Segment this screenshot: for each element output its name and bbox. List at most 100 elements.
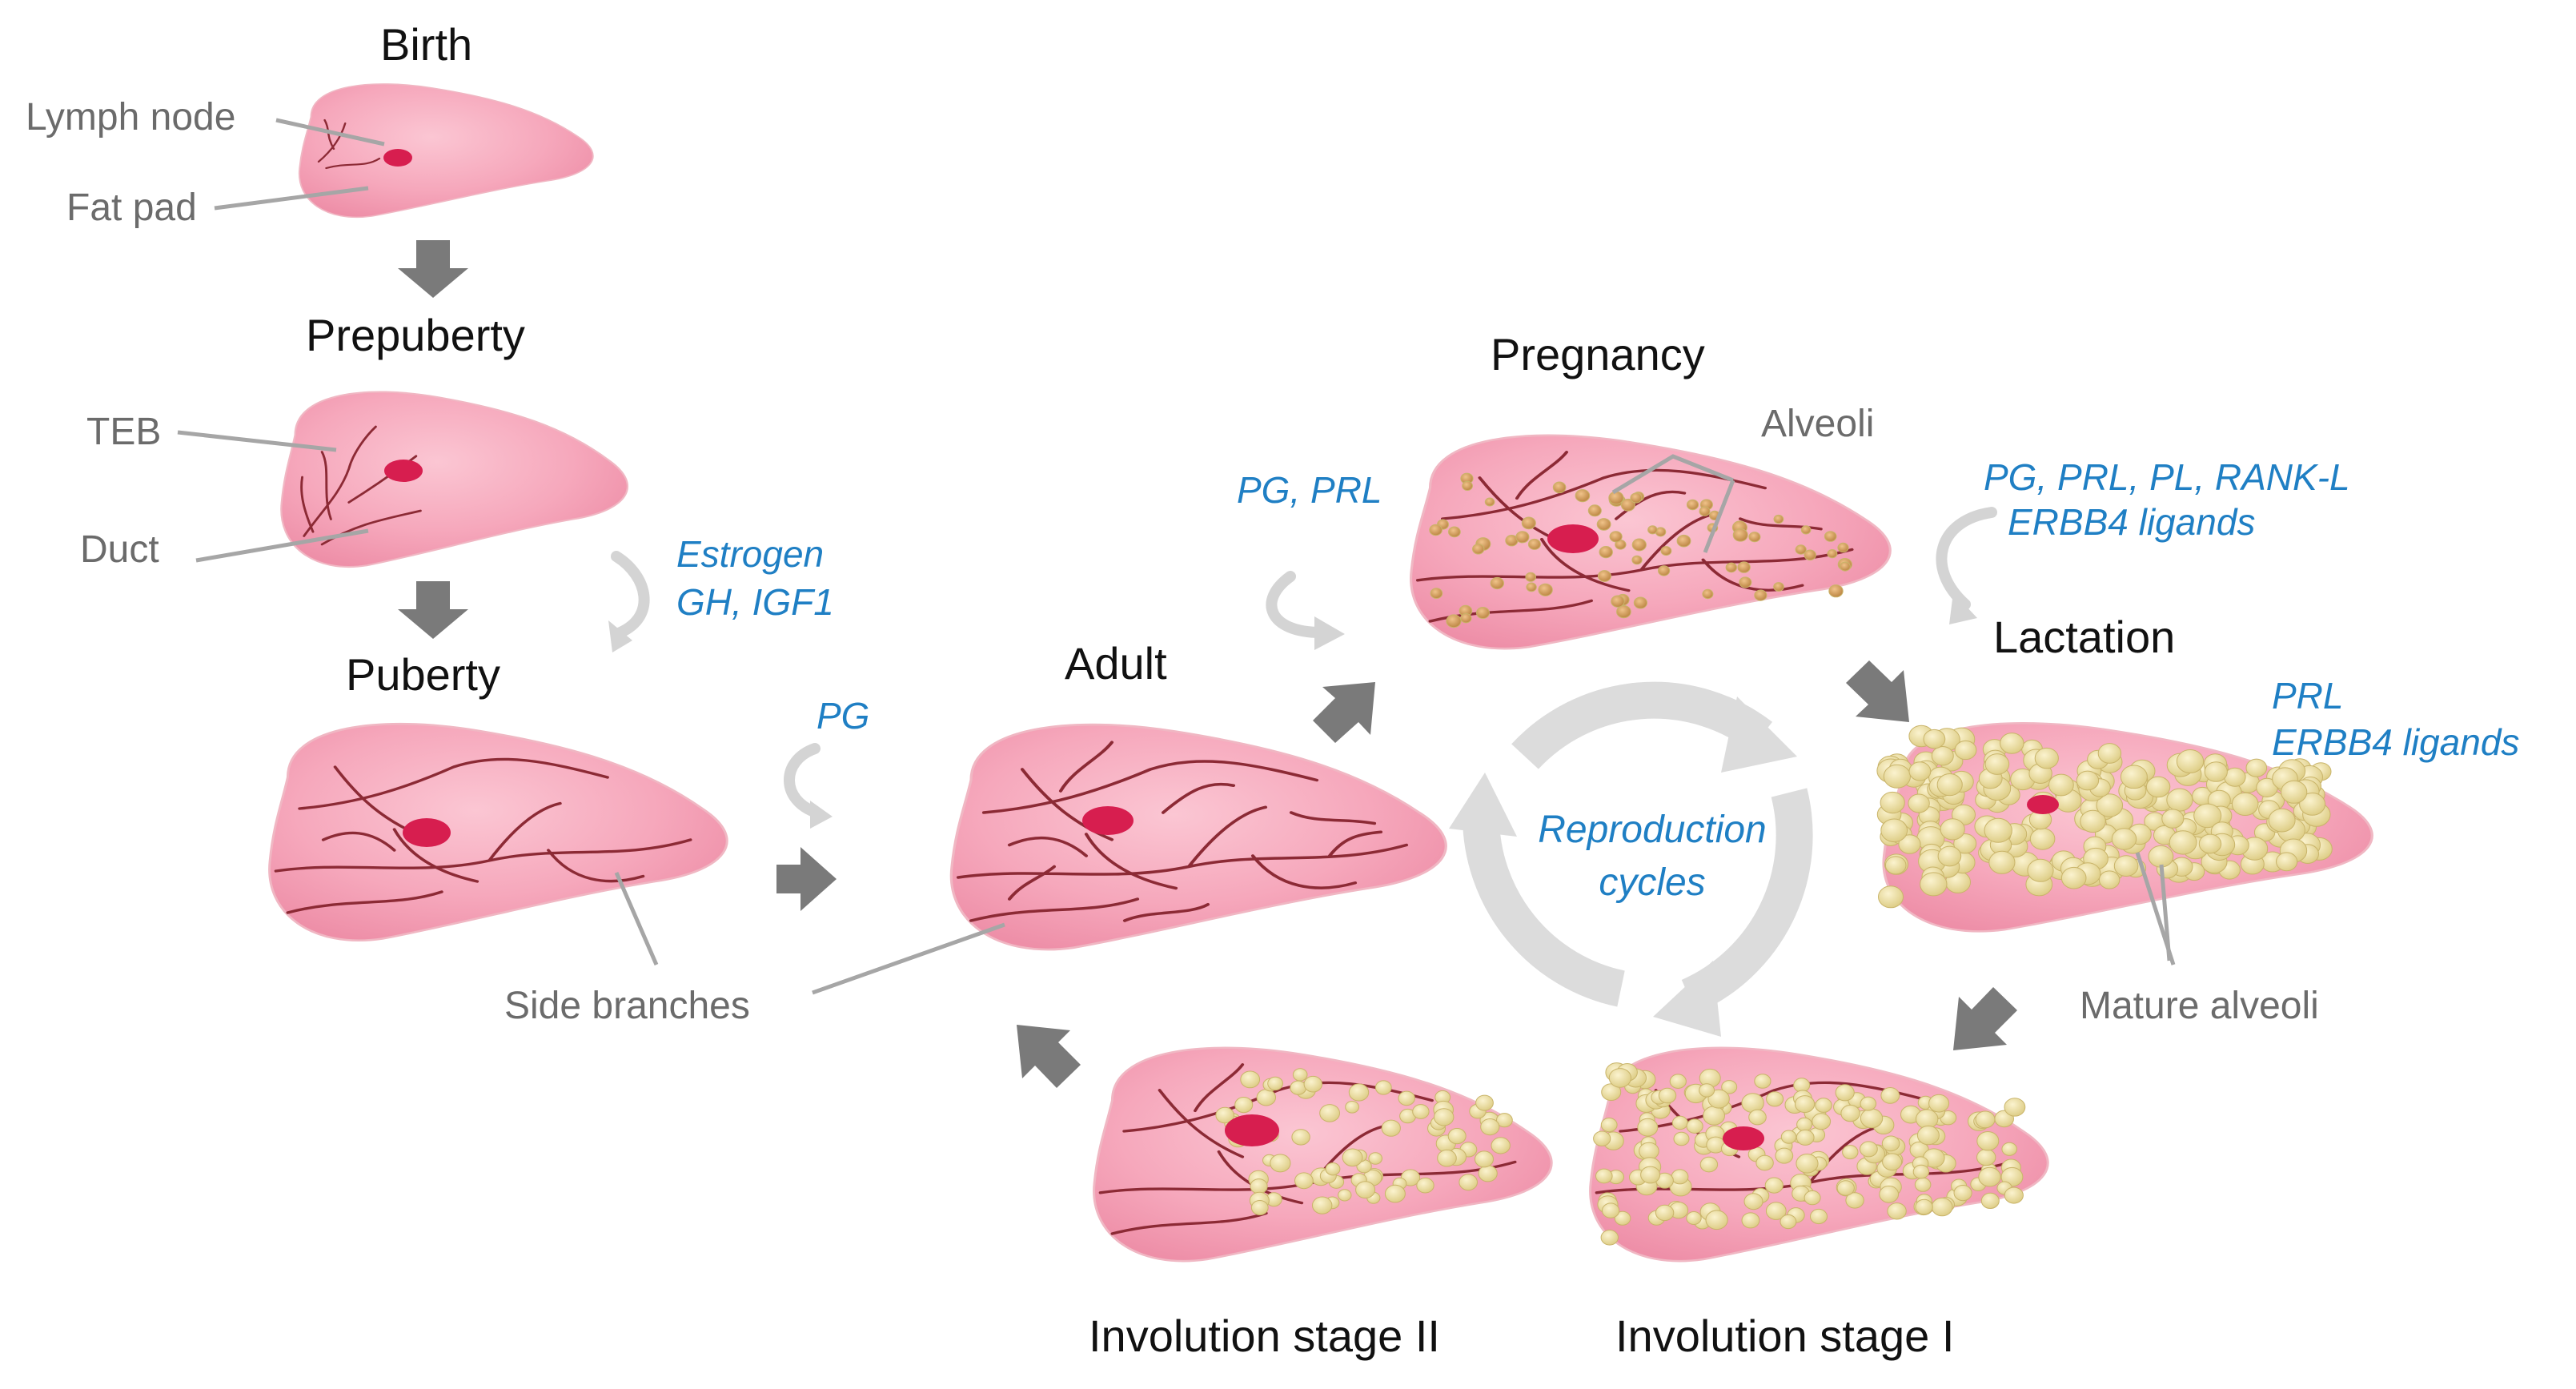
alveolus xyxy=(1812,1113,1832,1130)
alveolus xyxy=(1780,1130,1797,1144)
gland-prepuberty xyxy=(280,391,629,568)
mature-alveolus xyxy=(1908,793,1930,813)
arrow-pregnancy-to-lactation xyxy=(1846,660,1909,722)
mature-alveolus xyxy=(2299,793,2326,816)
alveolus xyxy=(1686,1118,1703,1134)
alveolar-bud xyxy=(1620,498,1635,512)
gland-adult xyxy=(949,723,1447,951)
alveolar-bud xyxy=(1647,525,1658,535)
alveolus xyxy=(1887,1202,1907,1220)
alveolus xyxy=(1614,1210,1631,1226)
callout-fat-pad: Fat pad xyxy=(66,187,197,229)
mature-alveolus xyxy=(2096,793,2124,817)
alveolus xyxy=(1804,1190,1821,1206)
alveolus xyxy=(1928,1094,1950,1113)
alveolus xyxy=(1764,1177,1784,1194)
leader-lines xyxy=(177,118,2176,995)
alveolus xyxy=(1707,1089,1730,1109)
mature-alveolus xyxy=(1878,885,1904,909)
mature-alveolus xyxy=(1984,753,2010,775)
arrow-lactation-to-involution-1 xyxy=(1953,987,2017,1050)
alveolus xyxy=(1741,1212,1760,1229)
gland-pregnancy xyxy=(1410,434,1892,650)
alveolus xyxy=(1384,1184,1406,1203)
leader-fat-pad xyxy=(214,186,369,211)
cycle-label-line2: cycles xyxy=(1599,861,1705,904)
hormone-puberty: PG xyxy=(817,695,869,737)
reproduction-cycle-arrows xyxy=(1463,681,1813,1014)
alveolus xyxy=(1882,1153,1903,1171)
alveolus xyxy=(1953,1185,1972,1202)
alveolus xyxy=(1880,1087,1900,1104)
alveolar-buds-pregnancy xyxy=(1429,472,1852,628)
mature-alveolus xyxy=(2276,852,2298,872)
alveolar-bud xyxy=(1824,531,1837,542)
arrow-puberty-to-adult xyxy=(776,847,837,911)
lymph-node-pregnancy xyxy=(1547,524,1599,553)
alveolus xyxy=(1416,1177,1434,1194)
hormone-arrow-prepuberty xyxy=(611,551,650,638)
stage-label-involution-2: Involution stage II xyxy=(1089,1311,1440,1361)
alveolar-bud xyxy=(1460,613,1472,624)
alveolus xyxy=(1669,1074,1687,1089)
alveolus xyxy=(1766,1091,1784,1107)
alveolus xyxy=(1755,1154,1774,1171)
leader-lymph-node xyxy=(275,118,385,147)
alveolus xyxy=(1673,1131,1690,1146)
leader-duct xyxy=(195,528,369,563)
cycle-arc-left xyxy=(1463,816,1626,1007)
alveolar-bud xyxy=(1597,570,1611,582)
mature-alveolus xyxy=(1880,818,1908,843)
alveolus xyxy=(1292,1068,1308,1082)
mature-alveolus xyxy=(2029,828,2056,850)
alveolus xyxy=(1637,1118,1659,1137)
alveolar-bud xyxy=(1552,481,1567,494)
mature-alveoli-lactation xyxy=(1876,725,2333,909)
alveolar-bud xyxy=(1587,504,1602,517)
alveolus xyxy=(1914,1177,1932,1192)
alveolar-bud xyxy=(1686,499,1699,511)
alveoli-involution-1 xyxy=(1593,1062,2026,1246)
alveolus xyxy=(1810,1208,1828,1225)
mature-alveolus xyxy=(2034,747,2059,769)
alveolus xyxy=(1835,1084,1855,1102)
stage-label-adult: Adult xyxy=(1065,638,1167,688)
mature-alveolus xyxy=(1954,740,1977,761)
callout-alveoli: Alveoli xyxy=(1761,403,1874,445)
lymph-node-adult xyxy=(1082,806,1134,835)
alveolus xyxy=(1775,1147,1794,1164)
mature-alveolus xyxy=(2111,828,2137,850)
callout-lymph-node: Lymph node xyxy=(26,96,235,138)
alveolus xyxy=(1234,1097,1254,1114)
alveolus xyxy=(1912,1164,1930,1179)
alveoli-involution-2 xyxy=(1215,1068,1513,1215)
callout-duct: Duct xyxy=(80,528,159,571)
alveolus xyxy=(1860,1108,1884,1129)
alveolar-bud xyxy=(1754,589,1767,601)
alveolus xyxy=(1325,1162,1341,1176)
alveolar-bud xyxy=(1609,531,1623,543)
alveolar-bud xyxy=(1430,588,1443,599)
alveolus xyxy=(1437,1149,1457,1167)
mature-alveolus xyxy=(1880,791,1905,814)
alveolar-bud xyxy=(1476,607,1490,619)
alveolar-bud xyxy=(1527,538,1541,550)
alveolus xyxy=(1475,1150,1494,1168)
cycle-arc-right xyxy=(1681,788,1813,1014)
alveolus xyxy=(1860,1141,1878,1158)
hormone-arrowheads xyxy=(608,592,1977,829)
mature-alveolus xyxy=(1920,872,1948,897)
mature-alveolus xyxy=(1984,817,2012,843)
alveolus xyxy=(1741,1093,1764,1114)
alveolus xyxy=(1355,1181,1376,1198)
alveolus xyxy=(1312,1196,1333,1214)
alveolar-bud xyxy=(1490,576,1505,590)
leader-teb xyxy=(177,430,337,452)
alveolus xyxy=(1796,1154,1819,1174)
mature-alveolus xyxy=(2098,870,2121,889)
hormone-lactation-line1: PRL xyxy=(2272,675,2343,717)
alveolus xyxy=(2001,1142,2017,1156)
arrow-involution-2-to-adult xyxy=(1017,1025,1081,1088)
alveolus xyxy=(1879,1185,1900,1203)
